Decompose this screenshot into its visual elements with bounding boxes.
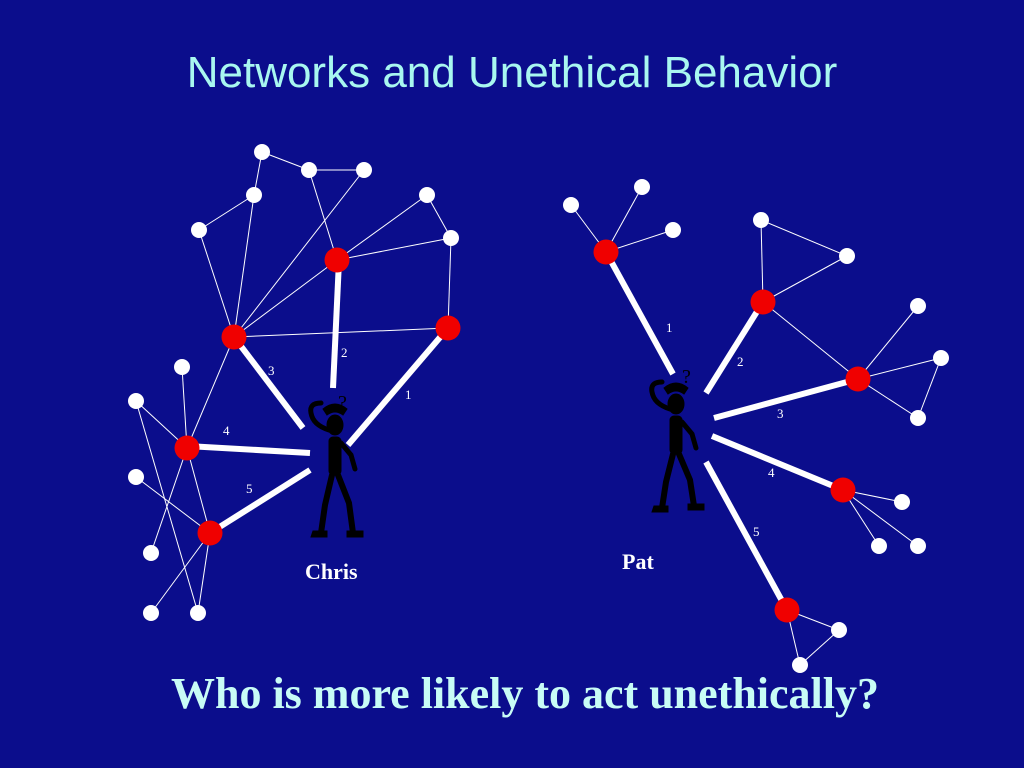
pat-tie-label-3: 3 bbox=[777, 406, 784, 421]
chris-label: Chris bbox=[305, 559, 358, 584]
chris-tie-label-3: 3 bbox=[268, 363, 275, 378]
chris-question-mark: ? bbox=[338, 392, 347, 414]
chris-tie-nodes bbox=[174, 247, 461, 546]
pat-contact-nodes bbox=[563, 179, 949, 673]
chris-tie-4 bbox=[186, 443, 311, 456]
pat-tie-1 bbox=[603, 250, 676, 376]
pat-label: Pat bbox=[622, 549, 654, 574]
pat-ties bbox=[603, 250, 859, 612]
pat-tie-nodes bbox=[593, 239, 871, 623]
chris-tie-2 bbox=[330, 260, 342, 389]
pat-tie-5 bbox=[703, 460, 790, 612]
pat-contact-edges bbox=[570, 186, 942, 666]
chris-ties bbox=[186, 260, 451, 536]
chris-tie-1 bbox=[345, 326, 451, 447]
chris-tie-label-4: 4 bbox=[223, 423, 230, 438]
pat-tie-3 bbox=[713, 376, 859, 421]
chris-contact-nodes bbox=[128, 144, 459, 621]
slide-question: Who is more likely to act unethically? bbox=[170, 669, 880, 718]
stick-figure-thinking-icon bbox=[308, 400, 364, 538]
pat-tie-label-4: 4 bbox=[768, 465, 775, 480]
pat-tie-label-2: 2 bbox=[737, 354, 744, 369]
pat-network: 1 2 3 4 5 bbox=[563, 179, 949, 673]
pat-tie-2 bbox=[703, 300, 766, 395]
pat-tie-label-5: 5 bbox=[753, 524, 760, 539]
chris-tie-label-1: 1 bbox=[405, 387, 412, 402]
chris-tie-5 bbox=[208, 467, 312, 536]
pat-question-mark: ? bbox=[682, 366, 691, 388]
pat-tie-label-1: 1 bbox=[666, 320, 673, 335]
chris-tie-label-5: 5 bbox=[246, 481, 253, 496]
chris-tie-label-2: 2 bbox=[341, 345, 348, 360]
pat-tie-4 bbox=[710, 433, 845, 493]
chris-network: 1 2 3 4 5 bbox=[128, 144, 461, 621]
chris-tie-3 bbox=[231, 335, 306, 430]
slide-title: Networks and Unethical Behavior bbox=[186, 48, 838, 97]
stick-figure-thinking-icon bbox=[649, 379, 705, 513]
